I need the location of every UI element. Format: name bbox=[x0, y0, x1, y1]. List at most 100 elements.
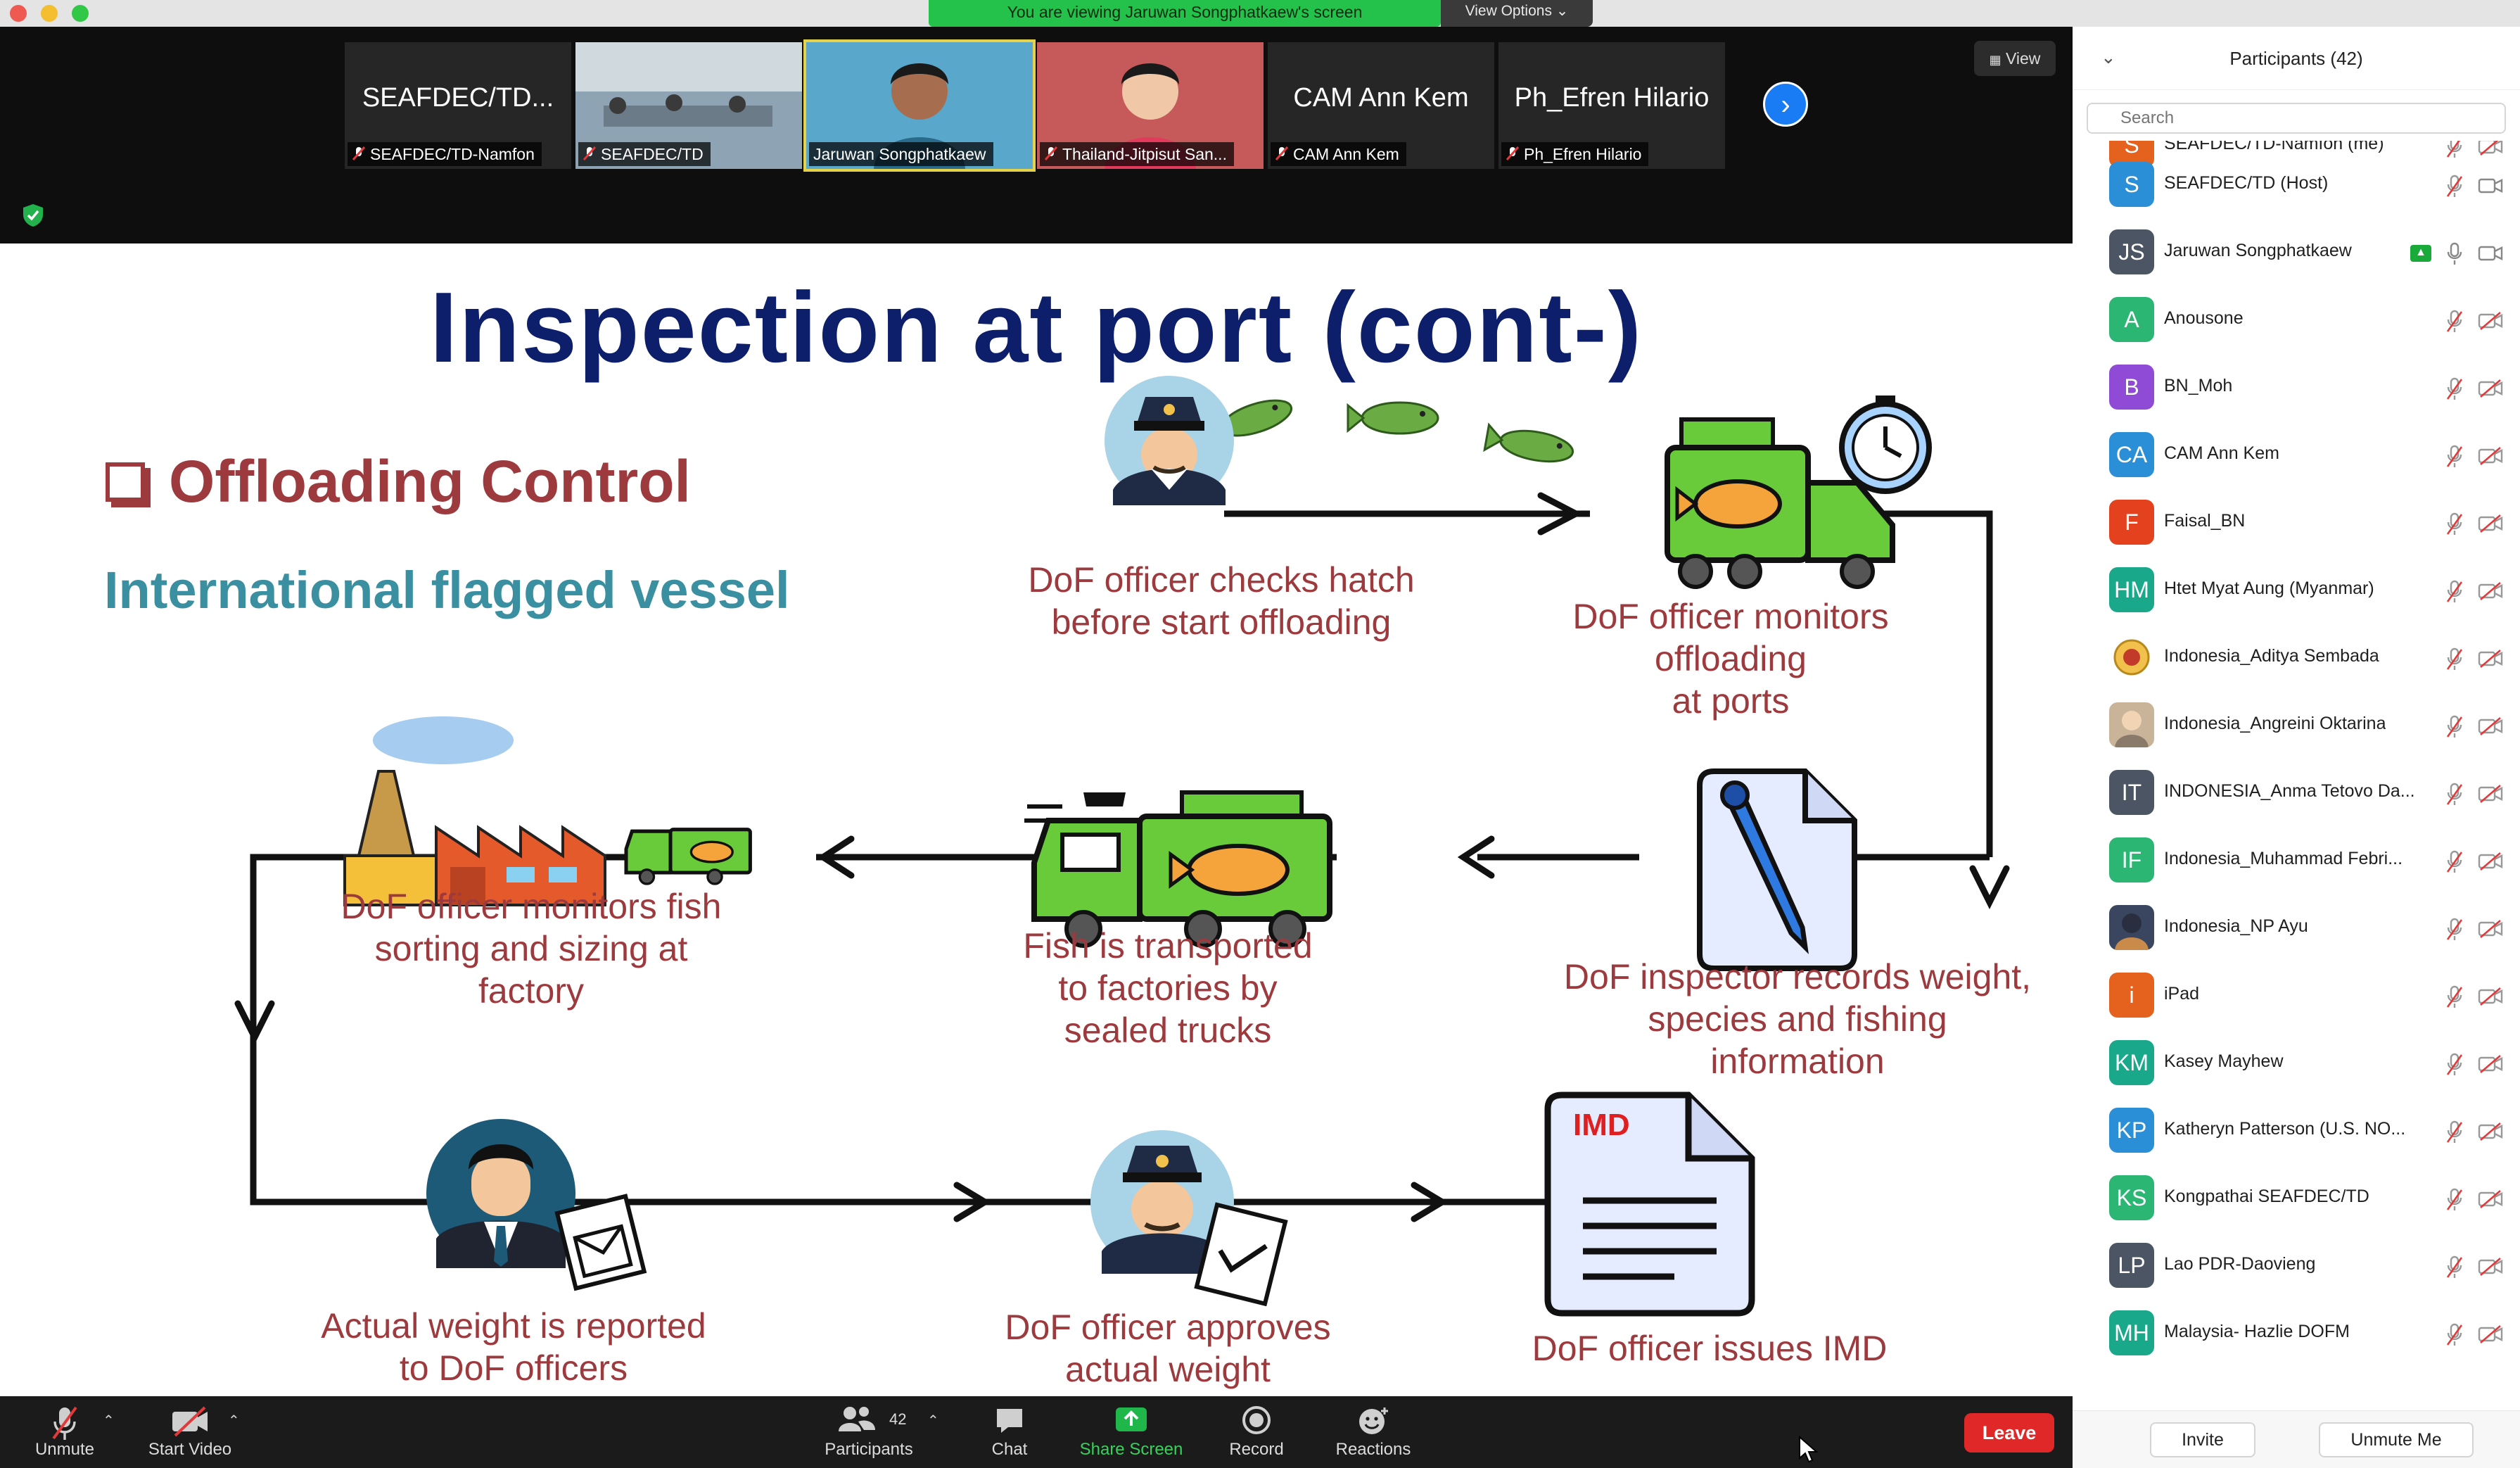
share-screen-button[interactable]: Share Screen bbox=[1069, 1402, 1193, 1467]
view-button[interactable]: ▦ View bbox=[1974, 41, 2056, 76]
participant-avatar: F bbox=[2109, 500, 2154, 545]
reactions-label: Reactions bbox=[1335, 1440, 1411, 1459]
participant-name: Kongpathai SEAFDEC/TD bbox=[2164, 1187, 2369, 1206]
record-button[interactable]: Record bbox=[1214, 1402, 1299, 1467]
participant-mic-status[interactable] bbox=[2445, 242, 2464, 270]
participant-mic-status[interactable] bbox=[2445, 580, 2464, 607]
participant-video-status[interactable] bbox=[2478, 919, 2503, 942]
participant-mic-status[interactable] bbox=[2445, 715, 2464, 742]
video-tile[interactable]: SEAFDEC/TD bbox=[575, 42, 802, 169]
participant-mic-status[interactable] bbox=[2445, 1255, 2464, 1283]
video-off-icon bbox=[2478, 582, 2503, 600]
participants-button[interactable]: 42 Participants bbox=[810, 1402, 927, 1467]
participant-video-status[interactable] bbox=[2478, 176, 2503, 199]
participant-video-status[interactable] bbox=[2478, 1257, 2503, 1280]
participant-mic-status[interactable] bbox=[2445, 1188, 2464, 1215]
participant-video-status[interactable] bbox=[2478, 311, 2503, 334]
participant-video-status[interactable] bbox=[2478, 581, 2503, 605]
participant-name: Kasey Mayhew bbox=[2164, 1051, 2284, 1071]
invite-button[interactable]: Invite bbox=[2150, 1422, 2255, 1457]
chat-button[interactable]: Chat bbox=[971, 1402, 1048, 1467]
participant-video-status[interactable] bbox=[2478, 716, 2503, 740]
participant-video-status[interactable] bbox=[2478, 649, 2503, 672]
screen-share-banner: You are viewing Jaruwan Songphatkaew's s… bbox=[929, 0, 1441, 27]
start-video-button[interactable]: Start Video bbox=[135, 1402, 245, 1467]
minimize-window-button[interactable] bbox=[41, 5, 58, 22]
encryption-shield-icon[interactable] bbox=[21, 203, 45, 228]
video-tile[interactable]: Jaruwan Songphatkaew bbox=[803, 39, 1036, 172]
participant-mic-status[interactable] bbox=[2445, 918, 2464, 945]
participant-mic-status[interactable] bbox=[2445, 141, 2464, 163]
participant-video-status[interactable] bbox=[2478, 1189, 2503, 1213]
muted-mic-icon bbox=[2446, 1255, 2463, 1278]
participant-video-status[interactable] bbox=[2478, 784, 2503, 807]
next-page-button[interactable]: › bbox=[1763, 82, 1808, 127]
collapse-panel-chevron-icon[interactable]: ⌄ bbox=[2101, 46, 2116, 68]
participant-video-status[interactable] bbox=[2478, 987, 2503, 1010]
tile-display-name: SEAFDEC/TD... bbox=[362, 83, 554, 113]
shared-slide: Inspection at port (cont-) Offloading Co… bbox=[0, 243, 2073, 1396]
participants-options-caret-icon[interactable]: ⌃ bbox=[927, 1413, 939, 1429]
video-tile[interactable]: SEAFDEC/TD...SEAFDEC/TD-Namfon bbox=[345, 42, 571, 169]
audio-options-caret-icon[interactable]: ⌃ bbox=[103, 1413, 115, 1429]
reactions-button[interactable]: Reactions bbox=[1324, 1402, 1423, 1467]
participant-mic-status[interactable] bbox=[2445, 1120, 2464, 1148]
participant-mic-status[interactable] bbox=[2445, 175, 2464, 202]
participant-video-status[interactable] bbox=[2478, 852, 2503, 875]
participant-mic-status[interactable] bbox=[2445, 1053, 2464, 1080]
participant-mic-status[interactable] bbox=[2445, 310, 2464, 337]
participant-video-status[interactable] bbox=[2478, 141, 2503, 160]
participant-name: Katheryn Patterson (U.S. NO... bbox=[2164, 1119, 2406, 1139]
participant-mic-status[interactable] bbox=[2445, 647, 2464, 675]
participant-video-status[interactable] bbox=[2478, 1122, 2503, 1145]
leave-button[interactable]: Leave bbox=[1964, 1413, 2054, 1453]
close-window-button[interactable] bbox=[10, 5, 27, 22]
view-options-button[interactable]: View Options ⌄ bbox=[1441, 0, 1593, 27]
participant-mic-status[interactable] bbox=[2445, 850, 2464, 878]
muted-mic-icon bbox=[1506, 146, 1520, 160]
approving-officer-avatar-icon bbox=[1090, 1130, 1288, 1307]
video-off-icon bbox=[2478, 1258, 2503, 1276]
participant-video-status[interactable] bbox=[2478, 379, 2503, 402]
participant-video-status[interactable] bbox=[2478, 1324, 2503, 1348]
participant-mic-status[interactable] bbox=[2445, 512, 2464, 540]
participant-row[interactable]: Indonesia_Angreini Oktarina bbox=[2073, 692, 2520, 760]
video-tile[interactable]: Thailand-Jitpisut San... bbox=[1037, 42, 1264, 169]
participant-mic-status[interactable] bbox=[2445, 445, 2464, 472]
participant-video-status[interactable] bbox=[2478, 243, 2503, 267]
participant-video-status[interactable] bbox=[2478, 1054, 2503, 1077]
unmute-me-button[interactable]: Unmute Me bbox=[2319, 1422, 2474, 1457]
zoom-window-button[interactable] bbox=[72, 5, 89, 22]
participant-row[interactable]: Indonesia_Aditya Sembada bbox=[2073, 625, 2520, 692]
participant-mic-status[interactable] bbox=[2445, 377, 2464, 405]
video-off-icon bbox=[2478, 447, 2503, 465]
unmute-button[interactable]: Unmute bbox=[15, 1402, 114, 1467]
video-options-caret-icon[interactable]: ⌃ bbox=[228, 1413, 240, 1429]
participant-mic-status[interactable] bbox=[2445, 1323, 2464, 1350]
participants-search-input[interactable] bbox=[2087, 103, 2506, 134]
participant-video-status[interactable] bbox=[2478, 446, 2503, 469]
participant-mic-status[interactable] bbox=[2445, 783, 2464, 810]
participant-name: INDONESIA_Anma Tetovo Da... bbox=[2164, 781, 2415, 801]
participant-mic-status[interactable] bbox=[2445, 985, 2464, 1013]
participant-row[interactable]: Indonesia_NP Ayu bbox=[2073, 895, 2520, 963]
participant-video-status[interactable] bbox=[2478, 514, 2503, 537]
